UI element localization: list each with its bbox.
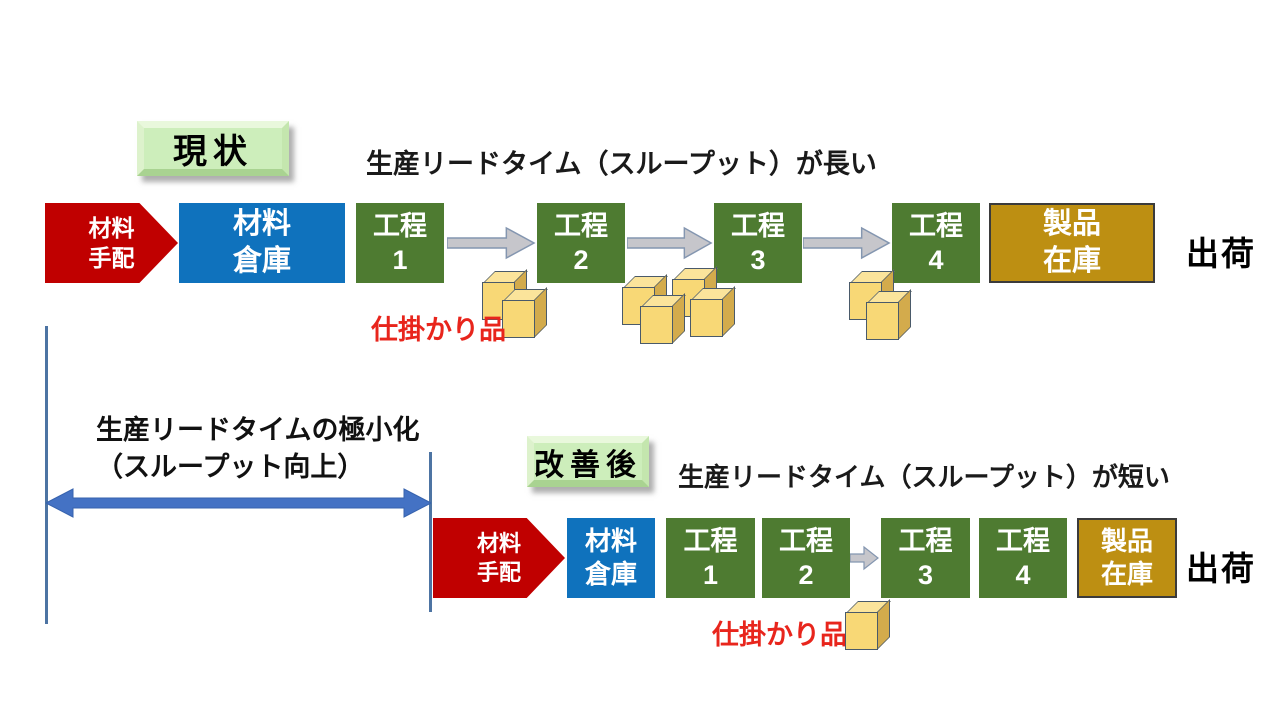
improved-state-label: 改善後: [527, 436, 649, 487]
leadtime-note-line2: （スループット向上）: [96, 452, 365, 482]
leadtime-note-line1: 生産リードタイムの極小化: [96, 415, 420, 445]
current-state-label-text: 現状: [173, 133, 253, 171]
leadtime-boundary-line-left: [45, 326, 48, 624]
improved-material-order-text: 材料 手配: [476, 531, 521, 585]
wip-cube-icon: [690, 286, 736, 337]
current-product-stock-box: 製品 在庫: [989, 203, 1155, 283]
flow-arrow-icon: [447, 225, 536, 261]
wip-cube-icon: [640, 293, 686, 344]
improved-warehouse-box: 材料 倉庫: [567, 518, 655, 598]
current-process-2-box: 工程 2: [537, 203, 625, 283]
improved-state-label-text: 改善後: [534, 448, 642, 482]
improved-caption: 生産リードタイム（スループット）が短い: [678, 462, 1170, 492]
improved-process-3-box: 工程 3: [881, 518, 970, 598]
flow-arrow-icon: [627, 225, 713, 261]
current-process-1-box: 工程 1: [356, 203, 444, 283]
current-state-label: 現状: [137, 121, 289, 176]
flow-arrow-icon: [803, 225, 891, 261]
wip-cube-icon: [866, 289, 912, 340]
improved-process-4-box: 工程 4: [979, 518, 1067, 598]
double-arrow-icon: [46, 487, 431, 520]
improved-process-1-box: 工程 1: [666, 518, 755, 598]
current-shipping-label: 出荷: [1186, 235, 1256, 272]
wip-cube-icon: [845, 599, 891, 650]
current-material-order-shape: 材料 手配: [45, 203, 178, 283]
leadtime-note: 生産リードタイムの極小化 （スループット向上）: [96, 412, 419, 486]
improved-wip-label: 仕掛かり品: [712, 620, 847, 650]
current-material-order-text: 材料 手配: [88, 215, 135, 271]
current-warehouse-box: 材料 倉庫: [179, 203, 345, 283]
improved-process-2-box: 工程 2: [762, 518, 850, 598]
current-wip-label: 仕掛かり品: [371, 315, 506, 345]
current-process-4-box: 工程 4: [892, 203, 980, 283]
improved-shipping-label: 出荷: [1186, 550, 1256, 587]
wip-cube-icon: [502, 287, 548, 338]
improved-material-order-shape: 材料 手配: [433, 518, 565, 598]
improved-product-stock-box: 製品 在庫: [1077, 518, 1177, 598]
flow-arrow-icon: [850, 544, 880, 572]
current-caption: 生産リードタイム（スループット）が長い: [366, 149, 877, 179]
current-process-3-box: 工程 3: [714, 203, 802, 283]
leadtime-boundary-line-right: [429, 452, 432, 612]
